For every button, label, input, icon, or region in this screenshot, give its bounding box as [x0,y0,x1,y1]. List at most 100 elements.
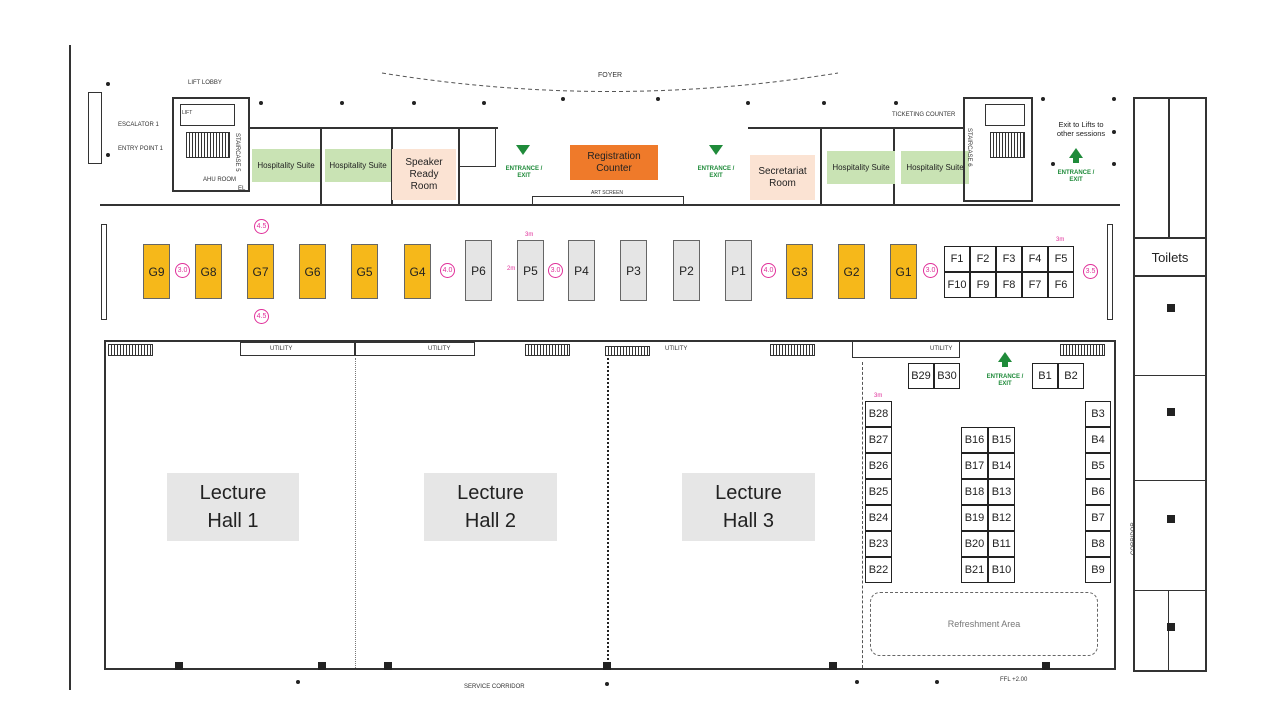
booth-g6[interactable]: G6 [299,244,326,299]
booth-b2[interactable]: B2 [1058,363,1084,389]
column-dot [106,153,110,157]
spacing-marker: 4.0 [440,263,455,278]
entrance-label-2: ENTRANCE / EXIT [697,166,735,179]
utility-room-2 [355,342,475,356]
exit-arrow-up-icon [998,352,1012,362]
column-square [318,662,326,670]
toilet-divider [1133,237,1207,239]
booth-b30[interactable]: B30 [934,363,960,389]
booth-b28[interactable]: B28 [865,401,892,427]
column-square [1167,304,1175,312]
booth-g2[interactable]: G2 [838,244,865,299]
booth-b6[interactable]: B6 [1085,479,1111,505]
arrow-stem [1002,361,1008,367]
booth-b16[interactable]: B16 [961,427,988,453]
booth-g4[interactable]: G4 [404,244,431,299]
booth-b17[interactable]: B17 [961,453,988,479]
booth-b11[interactable]: B11 [988,531,1015,557]
booth-g7[interactable]: G7 [247,244,274,299]
booth-b8[interactable]: B8 [1085,531,1111,557]
booth-p4[interactable]: P4 [568,240,595,301]
booth-g1[interactable]: G1 [890,244,917,299]
spacing-marker: 4.0 [761,263,776,278]
toilets-block [1133,97,1207,672]
booth-f5[interactable]: F5 [1048,246,1074,272]
lecture-hall-1-label: Lecture Hall 1 [199,482,267,532]
speaker-ready-room: Speaker Ready Room [392,149,456,200]
lecture-hall-3-label: Lecture Hall 3 [715,482,782,532]
staircase-6-label: STAIRCASE 6 [966,128,972,167]
escalator-icon [605,346,650,356]
secretariat-room: Secretariat Room [750,155,815,200]
column-square [1042,662,1050,670]
column-dot [340,101,344,105]
utility-label: UTILITY [270,346,293,352]
booth-f2[interactable]: F2 [970,246,996,272]
foyer-label: FOYER [598,72,623,79]
booth-b3[interactable]: B3 [1085,401,1111,427]
booth-b18[interactable]: B18 [961,479,988,505]
booth-b15[interactable]: B15 [988,427,1015,453]
booth-b12[interactable]: B12 [988,505,1015,531]
lecture-hall-1[interactable]: Lecture Hall 1 [167,473,299,541]
booth-f9[interactable]: F9 [970,272,996,298]
booth-g5[interactable]: G5 [351,244,378,299]
column-square [1167,623,1175,631]
booth-b7[interactable]: B7 [1085,505,1111,531]
booth-p5[interactable]: P5 [517,240,544,301]
spacing-marker: 4.5 [254,219,269,234]
booth-p1[interactable]: P1 [725,240,752,301]
column-square [603,662,611,670]
booth-f7[interactable]: F7 [1022,272,1048,298]
booth-f8[interactable]: F8 [996,272,1022,298]
booth-b13[interactable]: B13 [988,479,1015,505]
booth-g9[interactable]: G9 [143,244,170,299]
column-dot [894,101,898,105]
escalator-box [88,92,102,164]
booth-f6[interactable]: F6 [1048,272,1074,298]
column-dot [296,680,300,684]
booth-b24[interactable]: B24 [865,505,892,531]
booth-f3[interactable]: F3 [996,246,1022,272]
dimension-label: 3m [1056,237,1065,243]
booth-b10[interactable]: B10 [988,557,1015,583]
lecture-hall-3[interactable]: Lecture Hall 3 [682,473,815,541]
column-dot [412,101,416,105]
booth-b1[interactable]: B1 [1032,363,1058,389]
foyer-arc [381,72,839,92]
column-dot [822,101,826,105]
booth-b20[interactable]: B20 [961,531,988,557]
booth-b9[interactable]: B9 [1085,557,1111,583]
escalator-label: ESCALATOR 1 [118,122,159,128]
booth-b29[interactable]: B29 [908,363,934,389]
booth-p2[interactable]: P2 [673,240,700,301]
service-room [458,127,496,167]
booth-b27[interactable]: B27 [865,427,892,453]
lecture-hall-2[interactable]: Lecture Hall 2 [424,473,557,541]
column-dot [1051,162,1055,166]
booth-b23[interactable]: B23 [865,531,892,557]
booth-f4[interactable]: F4 [1022,246,1048,272]
booth-b14[interactable]: B14 [988,453,1015,479]
booth-b22[interactable]: B22 [865,557,892,583]
partition-3 [862,362,863,668]
booth-b26[interactable]: B26 [865,453,892,479]
refreshment-area[interactable]: Refreshment Area [870,592,1098,656]
booth-g8[interactable]: G8 [195,244,222,299]
room-divider [320,127,322,205]
booth-g3[interactable]: G3 [786,244,813,299]
booth-b19[interactable]: B19 [961,505,988,531]
hospitality-suite-4: Hospitality Suite [901,151,969,184]
booth-b5[interactable]: B5 [1085,453,1111,479]
exit-to-lifts-label: Exit to Lifts to other sessions [1056,120,1106,138]
booth-f1[interactable]: F1 [944,246,970,272]
booth-p3[interactable]: P3 [620,240,647,301]
booth-b21[interactable]: B21 [961,557,988,583]
stairs-left [186,132,230,158]
booth-f10[interactable]: F10 [944,272,970,298]
booth-b25[interactable]: B25 [865,479,892,505]
lift-lobby-right [963,97,1033,202]
refreshment-area-label: Refreshment Area [947,619,1021,629]
booth-b4[interactable]: B4 [1085,427,1111,453]
booth-p6[interactable]: P6 [465,240,492,301]
